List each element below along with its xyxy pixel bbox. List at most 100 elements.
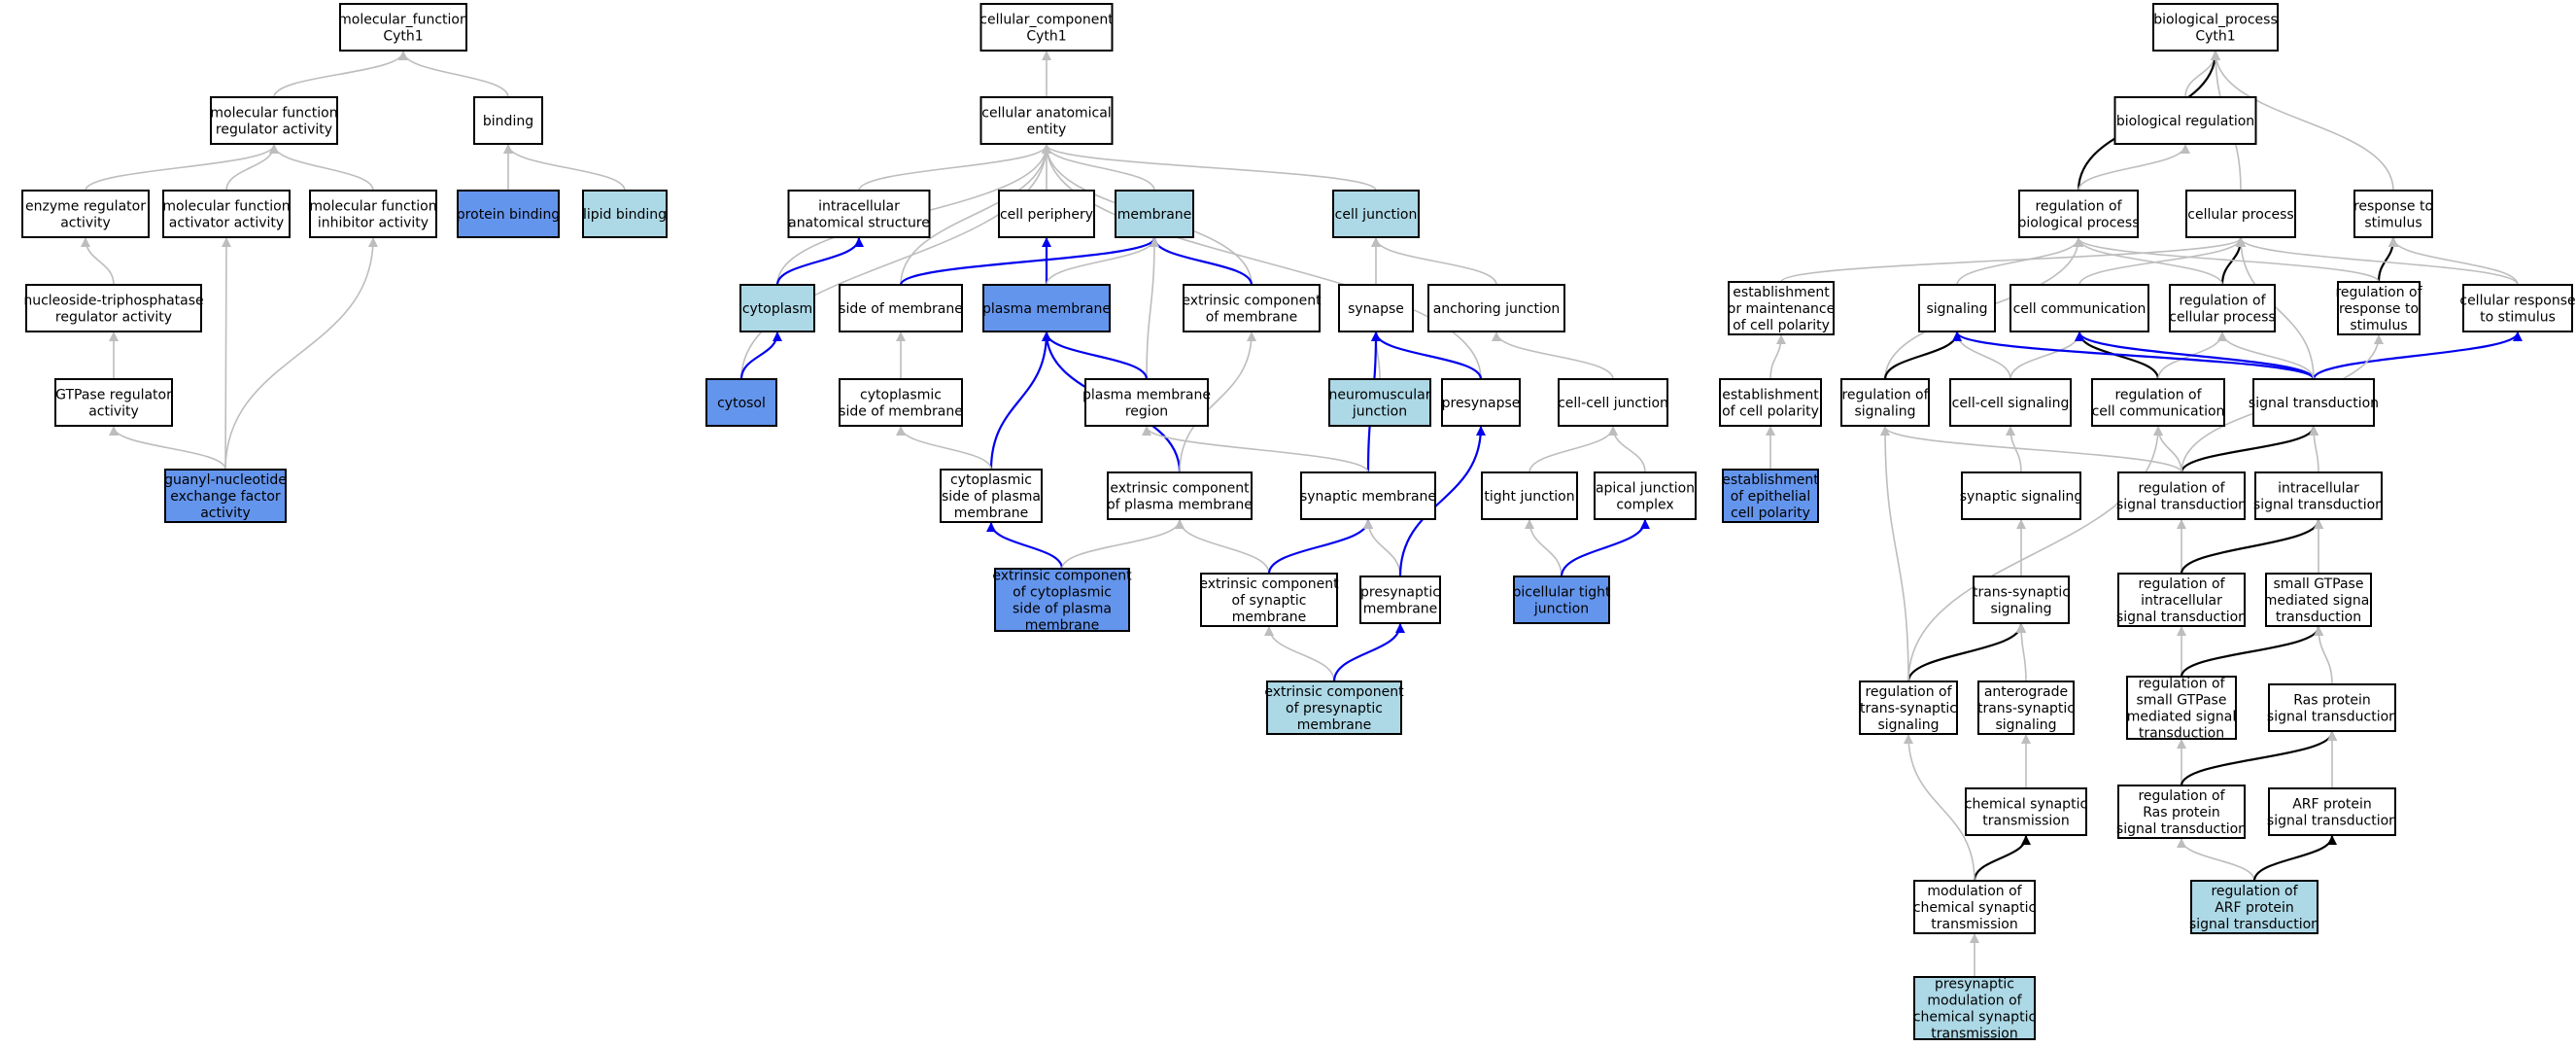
node-cytosol[interactable]: cytosol [705, 378, 777, 427]
node-sig_trans[interactable]: signal transduction [2249, 378, 2379, 427]
node-cc_junc[interactable]: cell-cell junction [1558, 378, 1668, 427]
node-tight_junc[interactable]: tight junction [1481, 471, 1578, 520]
node-box [2337, 281, 2421, 335]
node-periphery[interactable]: cell periphery [998, 190, 1095, 238]
node-label-line: regulation of [2138, 576, 2225, 592]
node-label-line: extrinsic component [1199, 576, 1339, 592]
edge-side_mem-to-cae [900, 144, 1051, 286]
node-box [2462, 284, 2573, 332]
node-syn_mem[interactable]: synaptic membrane [1300, 471, 1436, 520]
node-anch_junc[interactable]: anchoring junction [1427, 284, 1565, 332]
node-synapse[interactable]: synapse [1338, 284, 1414, 332]
node-label-line: extrinsic component [1264, 684, 1404, 700]
node-label-line: activity [88, 404, 139, 420]
node-bio_reg[interactable]: biological regulation [2113, 96, 2257, 145]
node-lipid_bind[interactable]: lipid binding [582, 190, 668, 238]
node-box [739, 284, 815, 332]
edge-reg_sig_trans-to-reg_signaling [1880, 426, 2182, 473]
node-presynapse[interactable]: presynapse [1441, 378, 1521, 427]
node-box [1728, 281, 1835, 335]
node-label-line: side of membrane [839, 404, 963, 420]
node-cell_comm[interactable]: cell communication [2009, 284, 2149, 332]
node-plasma_mem[interactable]: plasma membrane [982, 284, 1111, 332]
node-syn_signaling[interactable]: synaptic signaling [1960, 471, 2083, 520]
edge-cyto_side_pm-to-plasma_mem [989, 332, 1051, 471]
node-prot_bind[interactable]: protein binding [457, 190, 560, 238]
node-box [2268, 787, 2396, 836]
node-label-line: of presynaptic [1286, 701, 1383, 716]
node-cc_signaling[interactable]: cell-cell signaling [1949, 378, 2072, 427]
node-side_mem[interactable]: side of membrane [839, 284, 963, 332]
node-cytoplasm[interactable]: cytoplasm [739, 284, 815, 332]
node-label-line: of epithelial [1731, 489, 1811, 505]
node-signaling[interactable]: signaling [1918, 284, 1996, 332]
node-cell_proc[interactable]: cellular process [2185, 190, 2296, 238]
node-cell_junction[interactable]: cell junction [1332, 190, 1420, 238]
node-box [1840, 378, 1930, 427]
node-label-line: small GTPase [2137, 693, 2227, 709]
edge-gnef-to-gtpase_reg [109, 426, 226, 471]
node-box [2152, 3, 2279, 52]
node-box [2117, 573, 2246, 627]
node-binding[interactable]: binding [473, 96, 543, 145]
node-label-line: presynaptic [1360, 585, 1440, 601]
edge-cytosol-to-cae [740, 144, 1051, 380]
node-box [1107, 471, 1253, 520]
node-box [1913, 880, 2036, 934]
node-box [2252, 378, 2375, 427]
node-label-line: trans-synaptic [1973, 585, 2070, 601]
node-membrane[interactable]: membrane [1115, 190, 1194, 238]
edge-lipid_bind-to-binding [503, 144, 626, 192]
node-label-line: trans-synaptic [1860, 701, 1957, 716]
